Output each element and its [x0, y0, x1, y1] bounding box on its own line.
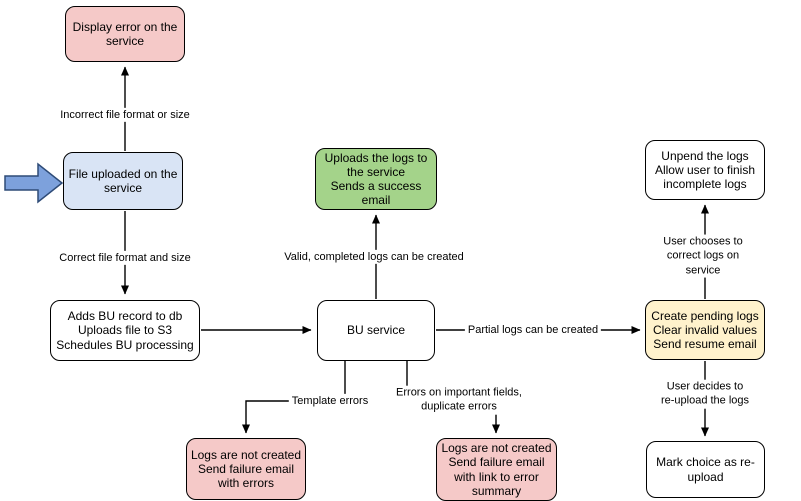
node-uploads-logs-success: Uploads the logs to the service Sends a …: [315, 148, 437, 210]
input-block-arrow-icon: [4, 162, 64, 204]
edge-label-correct-format: Correct file format and size: [56, 250, 194, 266]
edge-label-partial-logs: Partial logs can be created: [464, 322, 602, 338]
node-adds-bu-record: Adds BU record to db Uploads file to S3 …: [50, 300, 200, 361]
node-fail-with-errors: Logs are not created Send failure email …: [186, 438, 306, 500]
node-mark-choice-reupload: Mark choice as re- upload: [646, 441, 765, 498]
edge-label-important-errors: Errors on important fields, duplicate er…: [393, 385, 525, 415]
node-display-error: Display error on the service: [65, 6, 185, 62]
node-bu-service: BU service: [317, 300, 435, 361]
edge-label-valid-completed: Valid, completed logs can be created: [281, 249, 467, 265]
node-fail-with-summary: Logs are not created Send failure email …: [436, 438, 557, 501]
edge-label-incorrect-format: Incorrect file format or size: [57, 107, 193, 123]
edge-label-user-reupload: User decides to re-upload the logs: [657, 379, 753, 409]
node-create-pending-logs: Create pending logs Clear invalid values…: [645, 300, 765, 360]
node-file-uploaded: File uploaded on the service: [63, 152, 183, 210]
edge-label-template-errors: Template errors: [288, 393, 372, 409]
edge-label-user-corrects: User chooses to correct logs on service: [654, 234, 752, 278]
node-unpend-logs: Unpend the logs Allow user to finish inc…: [645, 140, 765, 200]
